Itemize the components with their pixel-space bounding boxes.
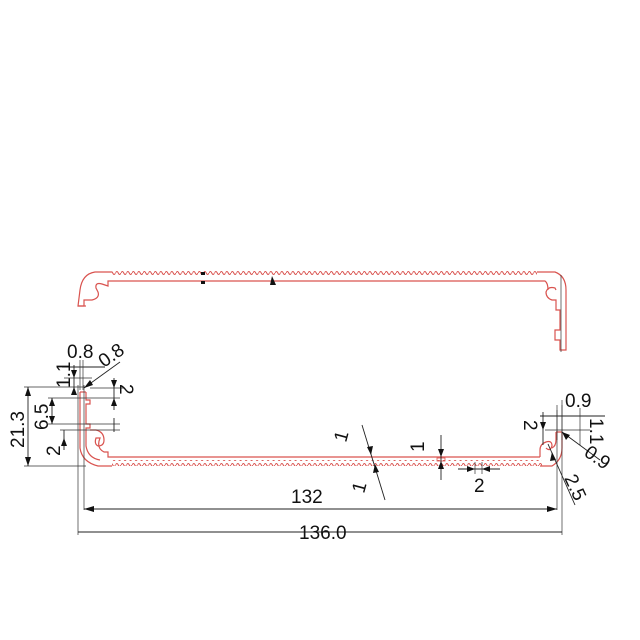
dimension-lines (24, 360, 605, 535)
label-slot-height: 6.5 (32, 404, 53, 430)
label-right-top-height: 1.1 (585, 418, 606, 444)
label-right-step: 2 (519, 420, 540, 431)
label-right-top-width: 0.9 (565, 391, 591, 412)
label-left-top-offset: 1.1 (54, 362, 75, 388)
label-overall-width: 136.0 (299, 523, 347, 544)
label-inner-width: 132 (291, 487, 323, 508)
label-wall-thickness-b: 1 (349, 480, 372, 496)
label-left-bottom-step: 2 (44, 445, 65, 456)
bottom-base-profile (79, 391, 563, 467)
top-cover-profile (77, 269, 567, 352)
label-left-right-step: 2 (115, 384, 136, 395)
bottom-teeth (112, 460, 542, 466)
top-teeth (112, 269, 537, 275)
label-wall-thickness-a: 1 (331, 429, 354, 445)
label-tooth-pitch: 2 (474, 476, 485, 497)
label-overall-height: 21.3 (8, 411, 29, 448)
label-tooth-height: 1 (408, 441, 429, 452)
label-right-radius: 2.5 (559, 471, 589, 504)
label-left-top-width: 0.8 (67, 342, 93, 363)
label-right-lip-width: 0.9 (580, 442, 614, 474)
